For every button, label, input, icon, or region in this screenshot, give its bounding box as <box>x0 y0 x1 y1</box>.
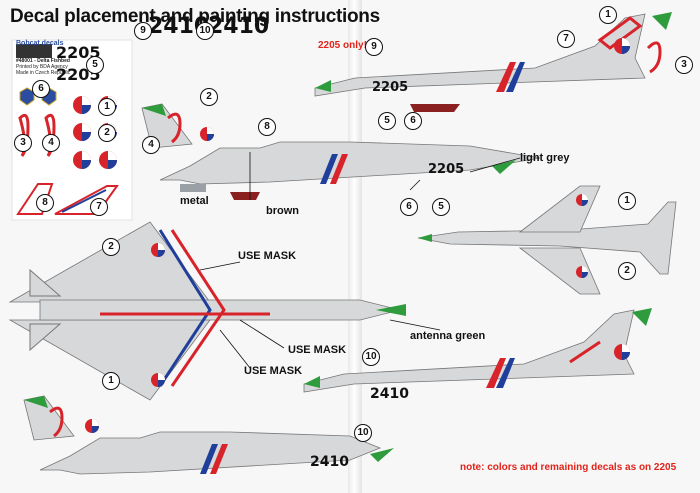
callout-1-planview: 1 <box>618 192 636 210</box>
callout-9-code: 9 <box>134 22 152 40</box>
aircraft-serial-left: 2205 <box>428 162 465 177</box>
callout-5-left: 5 <box>432 198 450 216</box>
light-grey-label: light grey <box>520 152 570 164</box>
callout-3-sheet: 3 <box>14 134 32 152</box>
callout-3-top: 3 <box>675 56 693 74</box>
metal-label: metal <box>180 195 209 207</box>
page-title: Decal placement and painting instruction… <box>10 6 380 27</box>
use-mask-label-2: USE MASK <box>288 344 347 356</box>
callout-7-sheet: 7 <box>90 198 108 216</box>
decal-printer: Printed by BDA Agency <box>16 64 68 70</box>
callout-10-code: 10 <box>196 22 214 40</box>
callout-2-sheet: 2 <box>98 124 116 142</box>
callout-2-planview: 2 <box>618 262 636 280</box>
callout-2-left: 2 <box>200 88 218 106</box>
callout-10-lower: 10 <box>362 348 380 366</box>
aircraft-side-view-top-right <box>314 12 672 112</box>
use-mask-label-3: USE MASK <box>244 365 303 377</box>
callout-4-sheet: 4 <box>42 134 60 152</box>
callout-4-left: 4 <box>142 136 160 154</box>
aircraft-side-view-left <box>141 103 541 200</box>
colors-note: note: colors and remaining decals as on … <box>460 462 677 473</box>
decal-brand: Bobcat decals <box>16 40 64 47</box>
callout-6-top: 6 <box>404 112 422 130</box>
aircraft-planform-left <box>8 221 406 401</box>
aircraft-side-view-bottom <box>23 395 394 475</box>
callout-1-planform: 1 <box>102 372 120 390</box>
decal-origin: Made in Czech Republic <box>16 70 71 76</box>
callout-5-sheet: 5 <box>86 56 104 74</box>
aircraft-serial-bottom: 2410 <box>310 454 349 470</box>
only-2205-note: 2205 only! <box>318 40 367 51</box>
use-mask-label-1: USE MASK <box>238 250 297 262</box>
callout-1-top: 1 <box>599 6 617 24</box>
decal-item-number: #48001 - Delta Fishbed <box>16 58 70 64</box>
aircraft-serial-lower-right: 2410 <box>370 386 409 402</box>
aircraft-side-view-lower-right <box>303 308 652 393</box>
page-fold <box>348 0 362 493</box>
callout-9-top: 9 <box>365 38 383 56</box>
callout-2-planform: 2 <box>102 238 120 256</box>
callout-8-sheet: 8 <box>36 194 54 212</box>
callout-6-left: 6 <box>400 198 418 216</box>
leader-lines <box>199 152 521 369</box>
brown-label: brown <box>266 205 299 217</box>
antenna-green-label: antenna green <box>410 330 486 342</box>
callout-8-left: 8 <box>258 118 276 136</box>
callout-10-bottom: 10 <box>354 424 372 442</box>
code-10-text: 2410 <box>208 14 270 39</box>
callout-6-sheet: 6 <box>32 80 50 98</box>
aircraft-top-view-right <box>417 185 677 295</box>
callout-1-sheet: 1 <box>98 98 116 116</box>
callout-7-top: 7 <box>557 30 575 48</box>
callout-5-top: 5 <box>378 112 396 130</box>
aircraft-serial-top-right: 2205 <box>372 80 409 95</box>
